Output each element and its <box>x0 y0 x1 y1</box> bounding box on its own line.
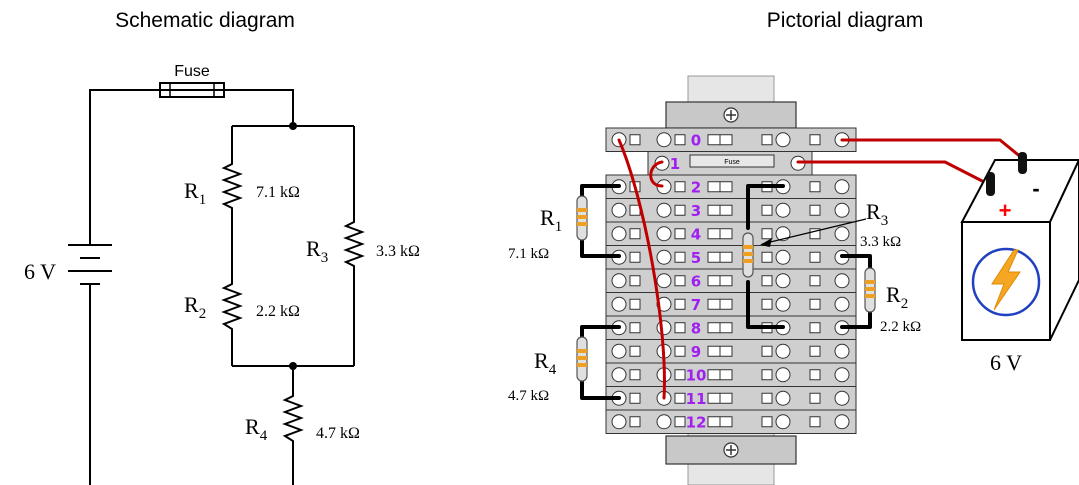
battery-minus-sign: - <box>1032 176 1039 201</box>
schematic-fuse <box>159 82 225 98</box>
schematic-r3-label: R3 <box>306 236 328 266</box>
pictorial-r2-value: 2.2 kΩ <box>880 319 921 335</box>
terminal-number-label: 4 <box>691 225 701 243</box>
battery-6v <box>960 152 1079 341</box>
schematic-r1-value: 7.1 kΩ <box>256 184 300 201</box>
terminal-row: 3 <box>605 198 857 223</box>
terminal-block-top-bracket <box>665 101 797 129</box>
terminal-number-label: 6 <box>691 272 701 290</box>
schematic-r4-label: R4 <box>245 414 268 444</box>
pictorial-r1-value: 7.1 kΩ <box>508 246 549 262</box>
pictorial-r3-value: 3.3 kΩ <box>860 234 901 250</box>
schematic-battery <box>68 244 112 290</box>
terminal-number-label: 2 <box>691 178 701 196</box>
terminal-number-label: 8 <box>691 319 701 337</box>
terminal-row: 7 <box>605 292 857 317</box>
pictorial-r1-body <box>576 195 588 241</box>
terminal-number-label: 11 <box>686 390 707 408</box>
pictorial-r3-label: R3 <box>866 199 888 229</box>
terminal-row: 10 <box>605 362 857 387</box>
terminal-number-label: 0 <box>691 131 701 149</box>
terminal-number-label: 10 <box>686 366 707 384</box>
terminal-row: 6 <box>605 268 857 293</box>
terminal-number-label: 3 <box>691 202 701 220</box>
schematic-title: Schematic diagram <box>115 9 295 32</box>
terminal-number-label: 12 <box>686 413 707 431</box>
pictorial-r3-body <box>742 232 754 278</box>
schematic-r2-value: 2.2 kΩ <box>256 303 300 320</box>
terminal-row: 5 <box>605 245 857 270</box>
schematic-wires <box>89 89 355 485</box>
terminal-number-label: 1 <box>670 155 680 173</box>
schematic-r3-value: 3.3 kΩ <box>376 243 420 260</box>
pictorial-r4-label: R4 <box>534 348 557 378</box>
pictorial-r1-label: R1 <box>540 205 562 235</box>
pictorial-fuse: Fuse <box>689 154 775 168</box>
battery-plus-sign: + <box>999 198 1012 223</box>
pictorial-r2-body <box>864 267 876 313</box>
schematic-r2 <box>221 280 243 333</box>
schematic-fuse-label: Fuse <box>174 63 210 80</box>
terminal-row: 0 <box>605 127 857 152</box>
terminal-row: 4 <box>605 221 857 246</box>
pictorial-fuse-label: Fuse <box>724 159 740 166</box>
schematic-source-label: 6 V <box>24 259 56 284</box>
terminal-row: 12 <box>605 409 857 434</box>
battery-label: 6 V <box>990 350 1022 375</box>
pictorial-r2-label: R2 <box>886 282 908 312</box>
r3-pointer-line <box>761 218 867 245</box>
schematic-r4-value: 4.7 kΩ <box>316 425 360 442</box>
schematic-r1-label: R1 <box>184 178 206 208</box>
r3-pointer-arrowhead <box>760 238 772 247</box>
schematic-r3 <box>343 218 365 270</box>
pictorial-r4-value: 4.7 kΩ <box>508 388 549 404</box>
schematic-r1 <box>221 160 243 212</box>
terminal-row: 9 <box>605 339 857 364</box>
terminal-row: 11 <box>605 386 857 411</box>
terminal-number-label: 9 <box>691 343 701 361</box>
terminal-number-label: 7 <box>691 296 701 314</box>
pictorial-r4-body <box>576 336 588 382</box>
pictorial-title: Pictorial diagram <box>767 9 923 32</box>
terminal-block-bottom-bracket <box>665 435 797 465</box>
terminal-number-label: 5 <box>691 249 701 267</box>
black-wires <box>580 184 872 400</box>
schematic-r4 <box>282 392 304 445</box>
terminal-row: 2 <box>605 174 857 199</box>
schematic-r2-label: R2 <box>184 292 206 322</box>
terminal-row: 8 <box>605 315 857 340</box>
